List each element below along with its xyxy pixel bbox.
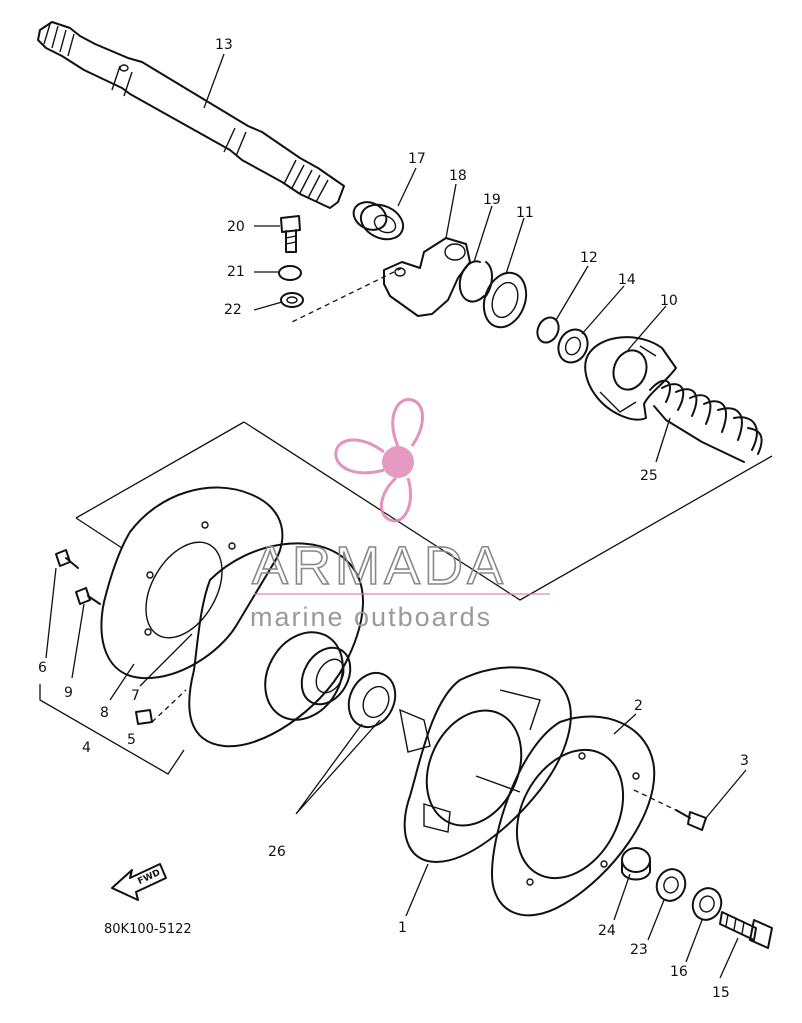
callout-14: 14 bbox=[618, 272, 636, 288]
washer-23 bbox=[655, 868, 687, 902]
callout-17: 17 bbox=[408, 151, 426, 167]
callout-19: 19 bbox=[483, 192, 501, 208]
callout-25: 25 bbox=[640, 468, 658, 484]
watermark-tagline: marine outboards bbox=[250, 602, 492, 632]
drawing-code: 80K100-5122 bbox=[104, 922, 192, 937]
circlip bbox=[458, 260, 493, 303]
collar-24 bbox=[621, 847, 651, 881]
leader-lines bbox=[45, 53, 747, 979]
forward-direction-arrow: FWD bbox=[111, 863, 167, 901]
assembly-line-upper bbox=[291, 267, 403, 323]
callout-3: 3 bbox=[740, 753, 749, 769]
drive-shaft bbox=[37, 21, 345, 209]
callout-15: 15 bbox=[712, 985, 730, 1001]
bolt-5 bbox=[135, 709, 153, 725]
dog-clutch bbox=[584, 336, 677, 421]
washer-16 bbox=[691, 887, 723, 921]
lock-washer-21 bbox=[278, 265, 302, 281]
return-spring bbox=[649, 379, 763, 463]
assembly-frame bbox=[75, 421, 773, 601]
callout-8: 8 bbox=[100, 705, 109, 721]
callout-11: 11 bbox=[516, 205, 534, 221]
assembly-line-3 bbox=[633, 789, 681, 813]
callout-16: 16 bbox=[670, 964, 688, 980]
bracket-4 bbox=[39, 684, 185, 775]
pressure-plate-2 bbox=[491, 715, 656, 917]
callout-21: 21 bbox=[227, 264, 245, 280]
washer-11 bbox=[482, 271, 528, 329]
washer-22-hole bbox=[286, 296, 298, 304]
rear-plate-8 bbox=[100, 486, 284, 680]
callout-9: 9 bbox=[64, 685, 73, 701]
callout-23: 23 bbox=[630, 942, 648, 958]
washer-22 bbox=[280, 292, 304, 308]
screw-3 bbox=[675, 809, 707, 831]
clip-12 bbox=[536, 316, 560, 344]
callout-5: 5 bbox=[127, 732, 136, 748]
callout-12: 12 bbox=[580, 250, 598, 266]
fwd-label: FWD bbox=[136, 868, 162, 887]
screw-9 bbox=[75, 587, 101, 605]
assembly-line-5 bbox=[151, 689, 187, 723]
watermark-brand: ARMADA bbox=[252, 536, 507, 596]
callout-6: 6 bbox=[38, 660, 47, 676]
callout-4: 4 bbox=[82, 740, 91, 756]
callout-13: 13 bbox=[215, 37, 233, 53]
shift-bracket bbox=[383, 237, 471, 317]
propeller-logo-icon bbox=[334, 398, 424, 523]
callout-26: 26 bbox=[268, 844, 286, 860]
drum-assembly-7 bbox=[188, 542, 364, 748]
callout-24: 24 bbox=[598, 923, 616, 939]
cam-disc-1 bbox=[399, 666, 572, 863]
callout-7: 7 bbox=[131, 688, 140, 704]
callout-1: 1 bbox=[398, 920, 407, 936]
washer-14 bbox=[557, 328, 589, 364]
callout-20: 20 bbox=[227, 219, 245, 235]
callout-2: 2 bbox=[634, 698, 643, 714]
bushing-26 bbox=[347, 671, 397, 729]
callout-22: 22 bbox=[224, 302, 242, 318]
callout-18: 18 bbox=[449, 168, 467, 184]
watermark: ARMADA marine outboards bbox=[250, 398, 550, 632]
callout-labels: 13 17 18 19 11 20 21 22 12 14 10 25 6 9 … bbox=[38, 37, 749, 1001]
bolt-20 bbox=[280, 215, 301, 253]
callout-10: 10 bbox=[660, 293, 678, 309]
screw-6 bbox=[55, 549, 79, 569]
ball-bearing bbox=[352, 201, 405, 241]
bolt-15 bbox=[719, 911, 773, 949]
